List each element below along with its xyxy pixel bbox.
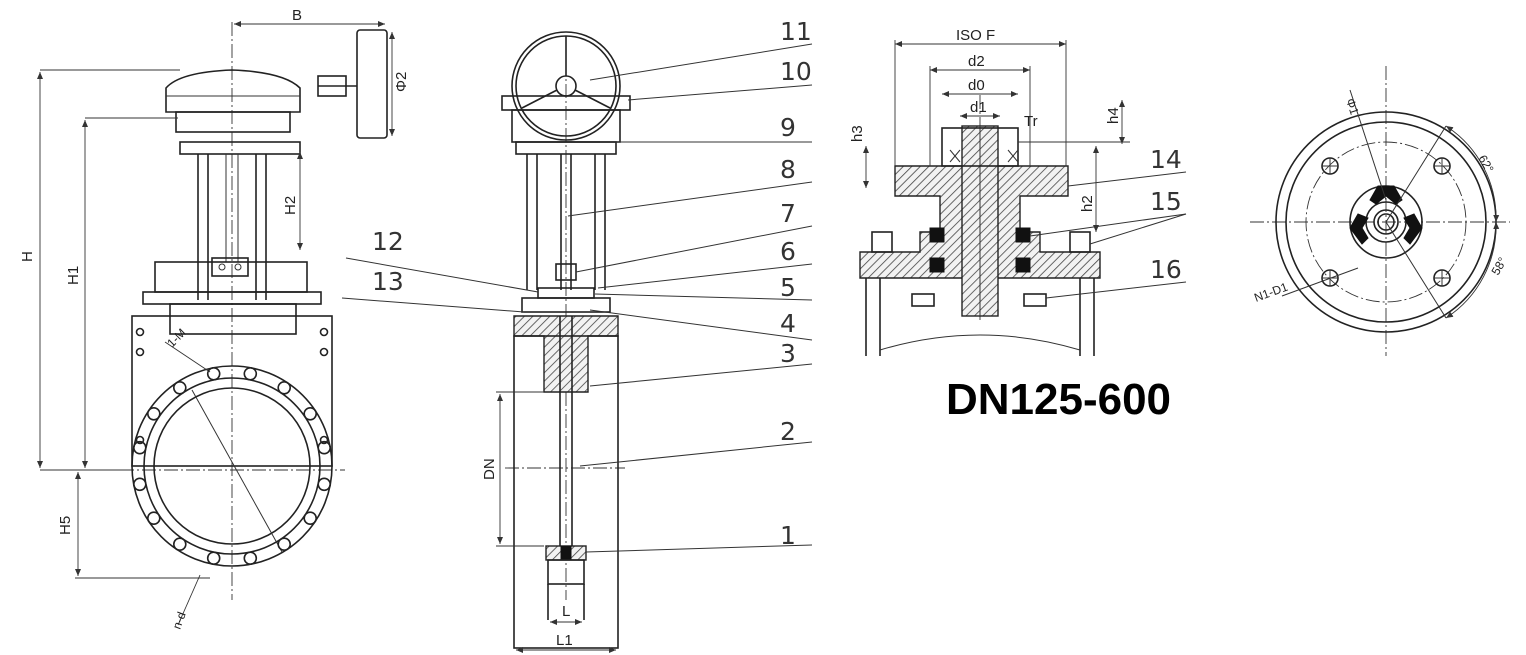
dim-h: H	[19, 251, 36, 262]
dim-n-d: n-d	[170, 610, 189, 631]
flange-detail: ISO F d2 d0 d1 Tr h3 h4 h2 14 15 16	[849, 27, 1187, 356]
bolt-hole	[206, 551, 221, 566]
gland-section	[513, 315, 619, 393]
part-number-12: 12	[372, 227, 404, 256]
part-number-6: 6	[780, 237, 796, 266]
dim-b: B	[292, 7, 302, 24]
bolt-hole	[206, 366, 221, 381]
dim-d2: d2	[968, 53, 985, 70]
dim-phi2: Φ2	[393, 72, 410, 92]
dim-l1: L1	[556, 632, 573, 649]
series-title: DN125-600	[946, 375, 1171, 424]
part-number-16: 16	[1150, 255, 1182, 284]
dim-d0: d0	[968, 77, 985, 94]
bolt-hole	[173, 380, 187, 395]
bolt-hole	[277, 380, 292, 395]
dim-d1: d1	[970, 99, 987, 116]
dim-l: L	[562, 603, 570, 620]
body-hole	[135, 435, 145, 445]
part-number-14: 14	[1150, 145, 1182, 174]
bolt-hole	[173, 537, 187, 552]
dim-n1-d1: N1-D1	[1252, 280, 1290, 305]
dim-phi1: Φ1	[1343, 97, 1361, 117]
body-hole	[319, 327, 329, 337]
part-number-5: 5	[780, 273, 796, 302]
bolt-hole	[133, 477, 147, 492]
part-number-2: 2	[780, 417, 796, 446]
dim-h2: H2	[282, 196, 299, 215]
bolt-hole	[317, 477, 332, 492]
front-view: B Φ2 H H1 H2 H5 1-M n-d	[19, 7, 410, 631]
gearbox	[165, 69, 301, 113]
top-view: Φ1 62° 58° N1-D1	[1250, 66, 1510, 356]
part-number-3: 3	[780, 339, 796, 368]
dim-dn: DN	[481, 458, 498, 480]
bolt-hole	[303, 511, 318, 526]
bolt-hole	[243, 366, 258, 381]
bolt-hole	[147, 406, 161, 421]
bolt-hole	[317, 440, 332, 455]
angle-62: 62°	[1475, 153, 1496, 176]
bolt-hole	[243, 551, 258, 566]
front-flange-bolts	[133, 327, 332, 566]
body-hole	[135, 327, 145, 337]
part-number-13: 13	[372, 267, 404, 296]
dim-h5: H5	[57, 516, 74, 535]
bolt-hole	[277, 537, 292, 552]
body-hole	[319, 347, 329, 357]
side-view: DN L L1 1 2 3 4 5 6 7 8 9 10 11 12 13	[341, 17, 813, 653]
bolt-hole	[147, 511, 161, 526]
valve-body	[131, 315, 333, 467]
dim-h4: h4	[1105, 107, 1122, 124]
part-number-15: 15	[1150, 187, 1182, 216]
part-number-8: 8	[780, 155, 796, 184]
dim-h2-flange: h2	[1079, 195, 1096, 212]
part-number-11: 11	[780, 17, 812, 46]
bolt-hole	[303, 406, 318, 421]
part-number-10: 10	[780, 57, 812, 86]
dim-m: 1-M	[164, 326, 189, 351]
handwheel-side	[356, 29, 388, 139]
part-number-4: 4	[780, 309, 796, 338]
handwheel	[511, 31, 621, 141]
dim-h1: H1	[65, 266, 82, 285]
part-number-1: 1	[780, 521, 796, 550]
part-number-7: 7	[780, 199, 796, 228]
dim-iso-f: ISO F	[956, 27, 995, 44]
bolt-hole	[133, 440, 147, 455]
dim-tr: Tr	[1024, 113, 1038, 130]
body-hole	[319, 435, 329, 445]
dim-h3: h3	[849, 125, 866, 142]
body-hole	[135, 347, 145, 357]
part-number-9: 9	[780, 113, 796, 142]
